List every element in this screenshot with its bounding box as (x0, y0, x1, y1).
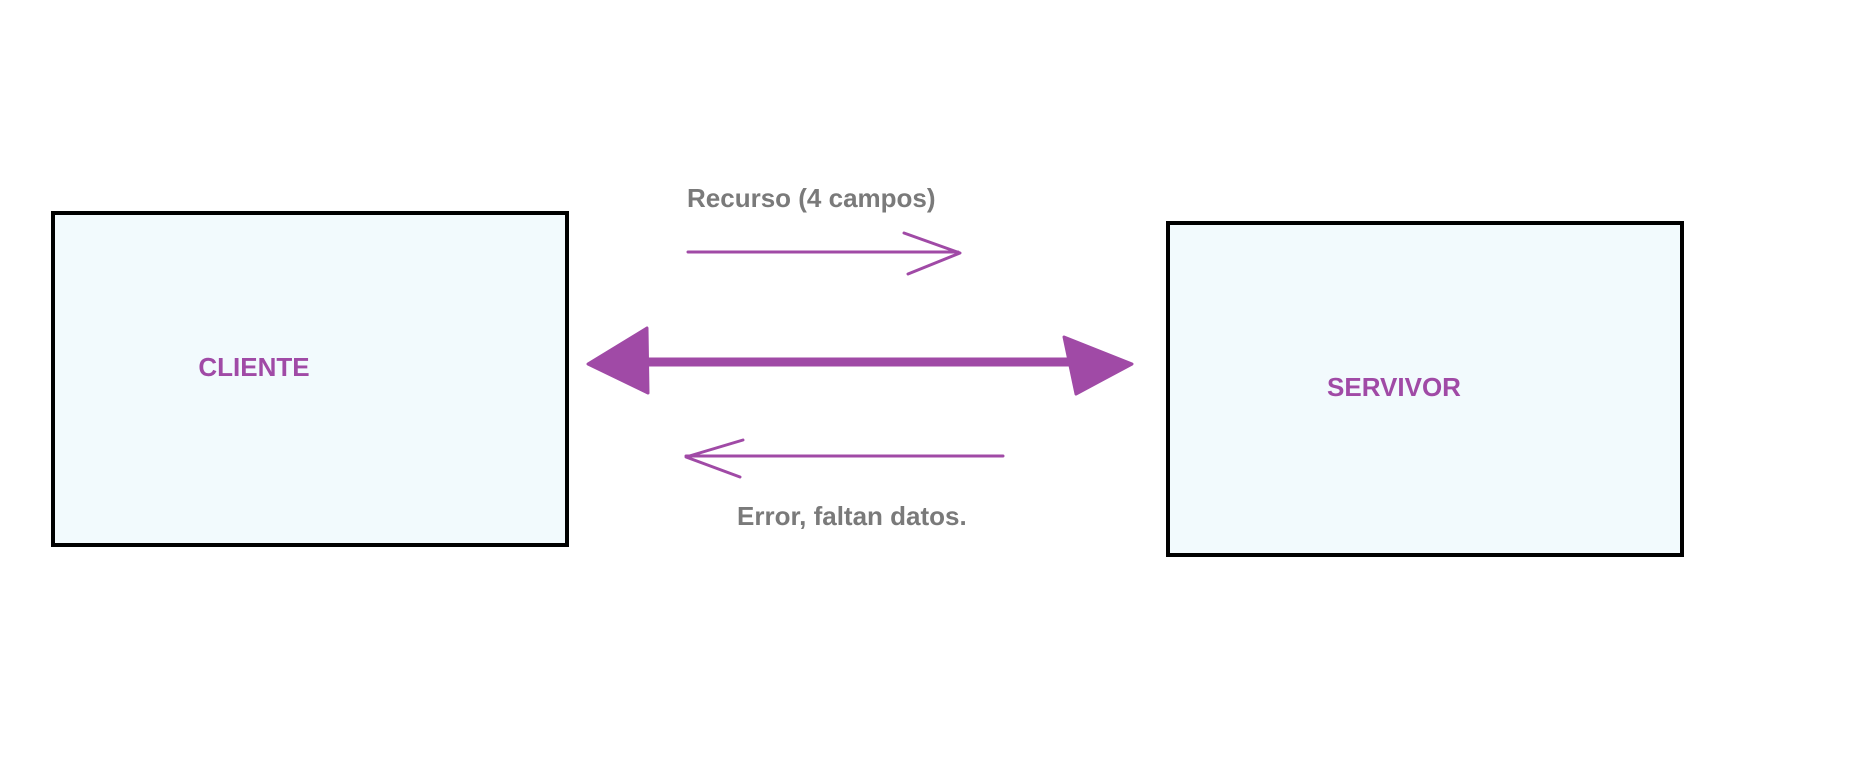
response-edge: Error, faltan datos. (684, 438, 1005, 531)
client-label: CLIENTE (198, 352, 309, 382)
request-edge: Recurso (4 campos) (686, 183, 962, 276)
request-arrow (686, 231, 962, 276)
client-node: CLIENTE (51, 211, 569, 547)
server-node: SERVIVOR (1166, 221, 1684, 557)
connection-arrowhead-left (586, 326, 650, 395)
server-box (1166, 221, 1684, 557)
connection-edge (586, 326, 1134, 396)
request-edge-label: Recurso (4 campos) (687, 183, 936, 213)
response-edge-label: Error, faltan datos. (737, 501, 967, 531)
client-box (51, 211, 569, 547)
server-label: SERVIVOR (1327, 372, 1461, 402)
connection-arrowhead-right (1062, 335, 1134, 396)
response-arrow (684, 438, 1005, 479)
